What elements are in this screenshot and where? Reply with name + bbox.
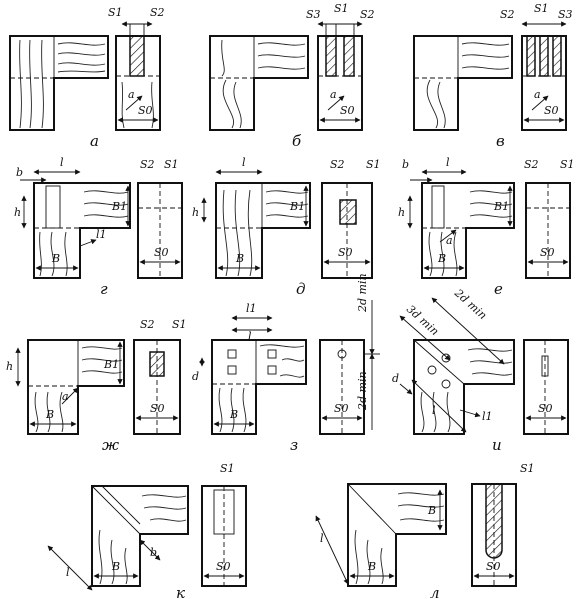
caption-a: а [90,132,99,150]
label-d: d [192,370,199,383]
label-b1: B1 [103,358,119,371]
label-s1: S1 [108,6,123,19]
label-b: b [402,158,409,171]
label-B: B [111,560,120,573]
label-s2: S2 [140,318,155,331]
label-s0: S0 [138,104,153,117]
label-s0: S0 [544,104,559,117]
caption-k: к [176,584,185,599]
panel-l: S1 B l B S0 л [315,462,535,599]
label-s1: S1 [560,158,575,171]
label-s1: S1 [520,462,535,475]
caption-l: л [430,584,440,599]
label-B: B [437,252,446,265]
label-b-bottom: B [367,560,376,573]
label-2d-min: 2d min [451,286,489,322]
label-B: B [45,408,54,421]
panel-i: 3d min 2d min d l l1 S0 и [392,286,569,454]
label-2d-min-top: 2d min [356,273,369,313]
caption-e: е [494,280,503,298]
label-l1: l1 [246,302,257,315]
caption-i: и [492,436,502,454]
label-s0: S0 [154,246,169,259]
label-a: a [446,234,453,247]
label-s0: S0 [538,402,553,415]
label-b1: B1 [111,200,127,213]
label-s3: S3 [558,8,573,21]
panel-g: b l h B1 l1 B S2 S1 S0 г [14,156,183,298]
label-s1: S1 [334,2,349,15]
label-a: a [330,88,337,101]
label-h: h [192,206,199,219]
label-l: l [60,156,64,169]
label-l: l [66,566,70,579]
label-d: d [392,372,399,385]
caption-b: б [292,132,302,150]
label-b1: B1 [493,200,509,213]
label-s2: S2 [360,8,375,21]
caption-d: д [296,280,306,298]
label-b: b [150,546,157,559]
label-l1: l1 [482,410,493,423]
panel-d: l h B1 B S2 S1 S0 д [192,156,381,298]
panel-v: S2 S1 S3 a S0 в [413,2,573,150]
label-B: B [51,252,60,265]
label-l: l [248,330,252,343]
label-s2: S2 [500,8,515,21]
label-s0: S0 [338,246,353,259]
label-l: l [242,156,246,169]
label-s0: S0 [216,560,231,573]
label-s2: S2 [140,158,155,171]
label-B: B [235,252,244,265]
label-s1: S1 [220,462,235,475]
label-l: l [432,404,436,417]
label-B: B [229,408,238,421]
label-s0: S0 [150,402,165,415]
label-s3: S3 [306,8,321,21]
label-s0: S0 [486,560,501,573]
label-s1: S1 [534,2,549,15]
panel-b: S3 S1 S2 a S0 б [209,2,375,150]
label-s1: S1 [172,318,187,331]
panel-k: S1 l B b S0 к [47,462,247,599]
label-h: h [6,360,13,373]
label-l: l [320,532,324,545]
label-h: h [398,206,405,219]
caption-g: г [100,280,108,298]
label-s0: S0 [340,104,355,117]
panel-e: b l h B1 a B S2 S1 S0 е [398,156,575,298]
label-l1: l1 [96,228,107,241]
panel-a: S1 S2 a S0 а [9,6,165,150]
panel-zh: h B1 a B S2 S1 S0 ж [6,318,187,454]
label-a: a [62,390,69,403]
label-b1: B1 [289,200,305,213]
label-s2: S2 [330,158,345,171]
label-s1: S1 [164,158,179,171]
caption-v: в [496,132,505,150]
label-h: h [14,206,21,219]
label-s2: S2 [150,6,165,19]
label-l: l [446,156,450,169]
label-s1: S1 [366,158,381,171]
label-s0: S0 [334,402,349,415]
panel-z: l1 l d B S0 2d min 2d min з [192,273,380,454]
label-b: b [16,166,23,179]
label-2d-min-bottom: 2d min [356,371,369,411]
caption-z: з [290,436,298,454]
label-s0: S0 [540,246,555,259]
label-a: a [534,88,541,101]
label-3d-min: 3d min [404,303,441,338]
label-b-top: B [427,504,436,517]
caption-zh: ж [102,436,119,454]
label-a: a [128,88,135,101]
label-s2: S2 [524,158,539,171]
